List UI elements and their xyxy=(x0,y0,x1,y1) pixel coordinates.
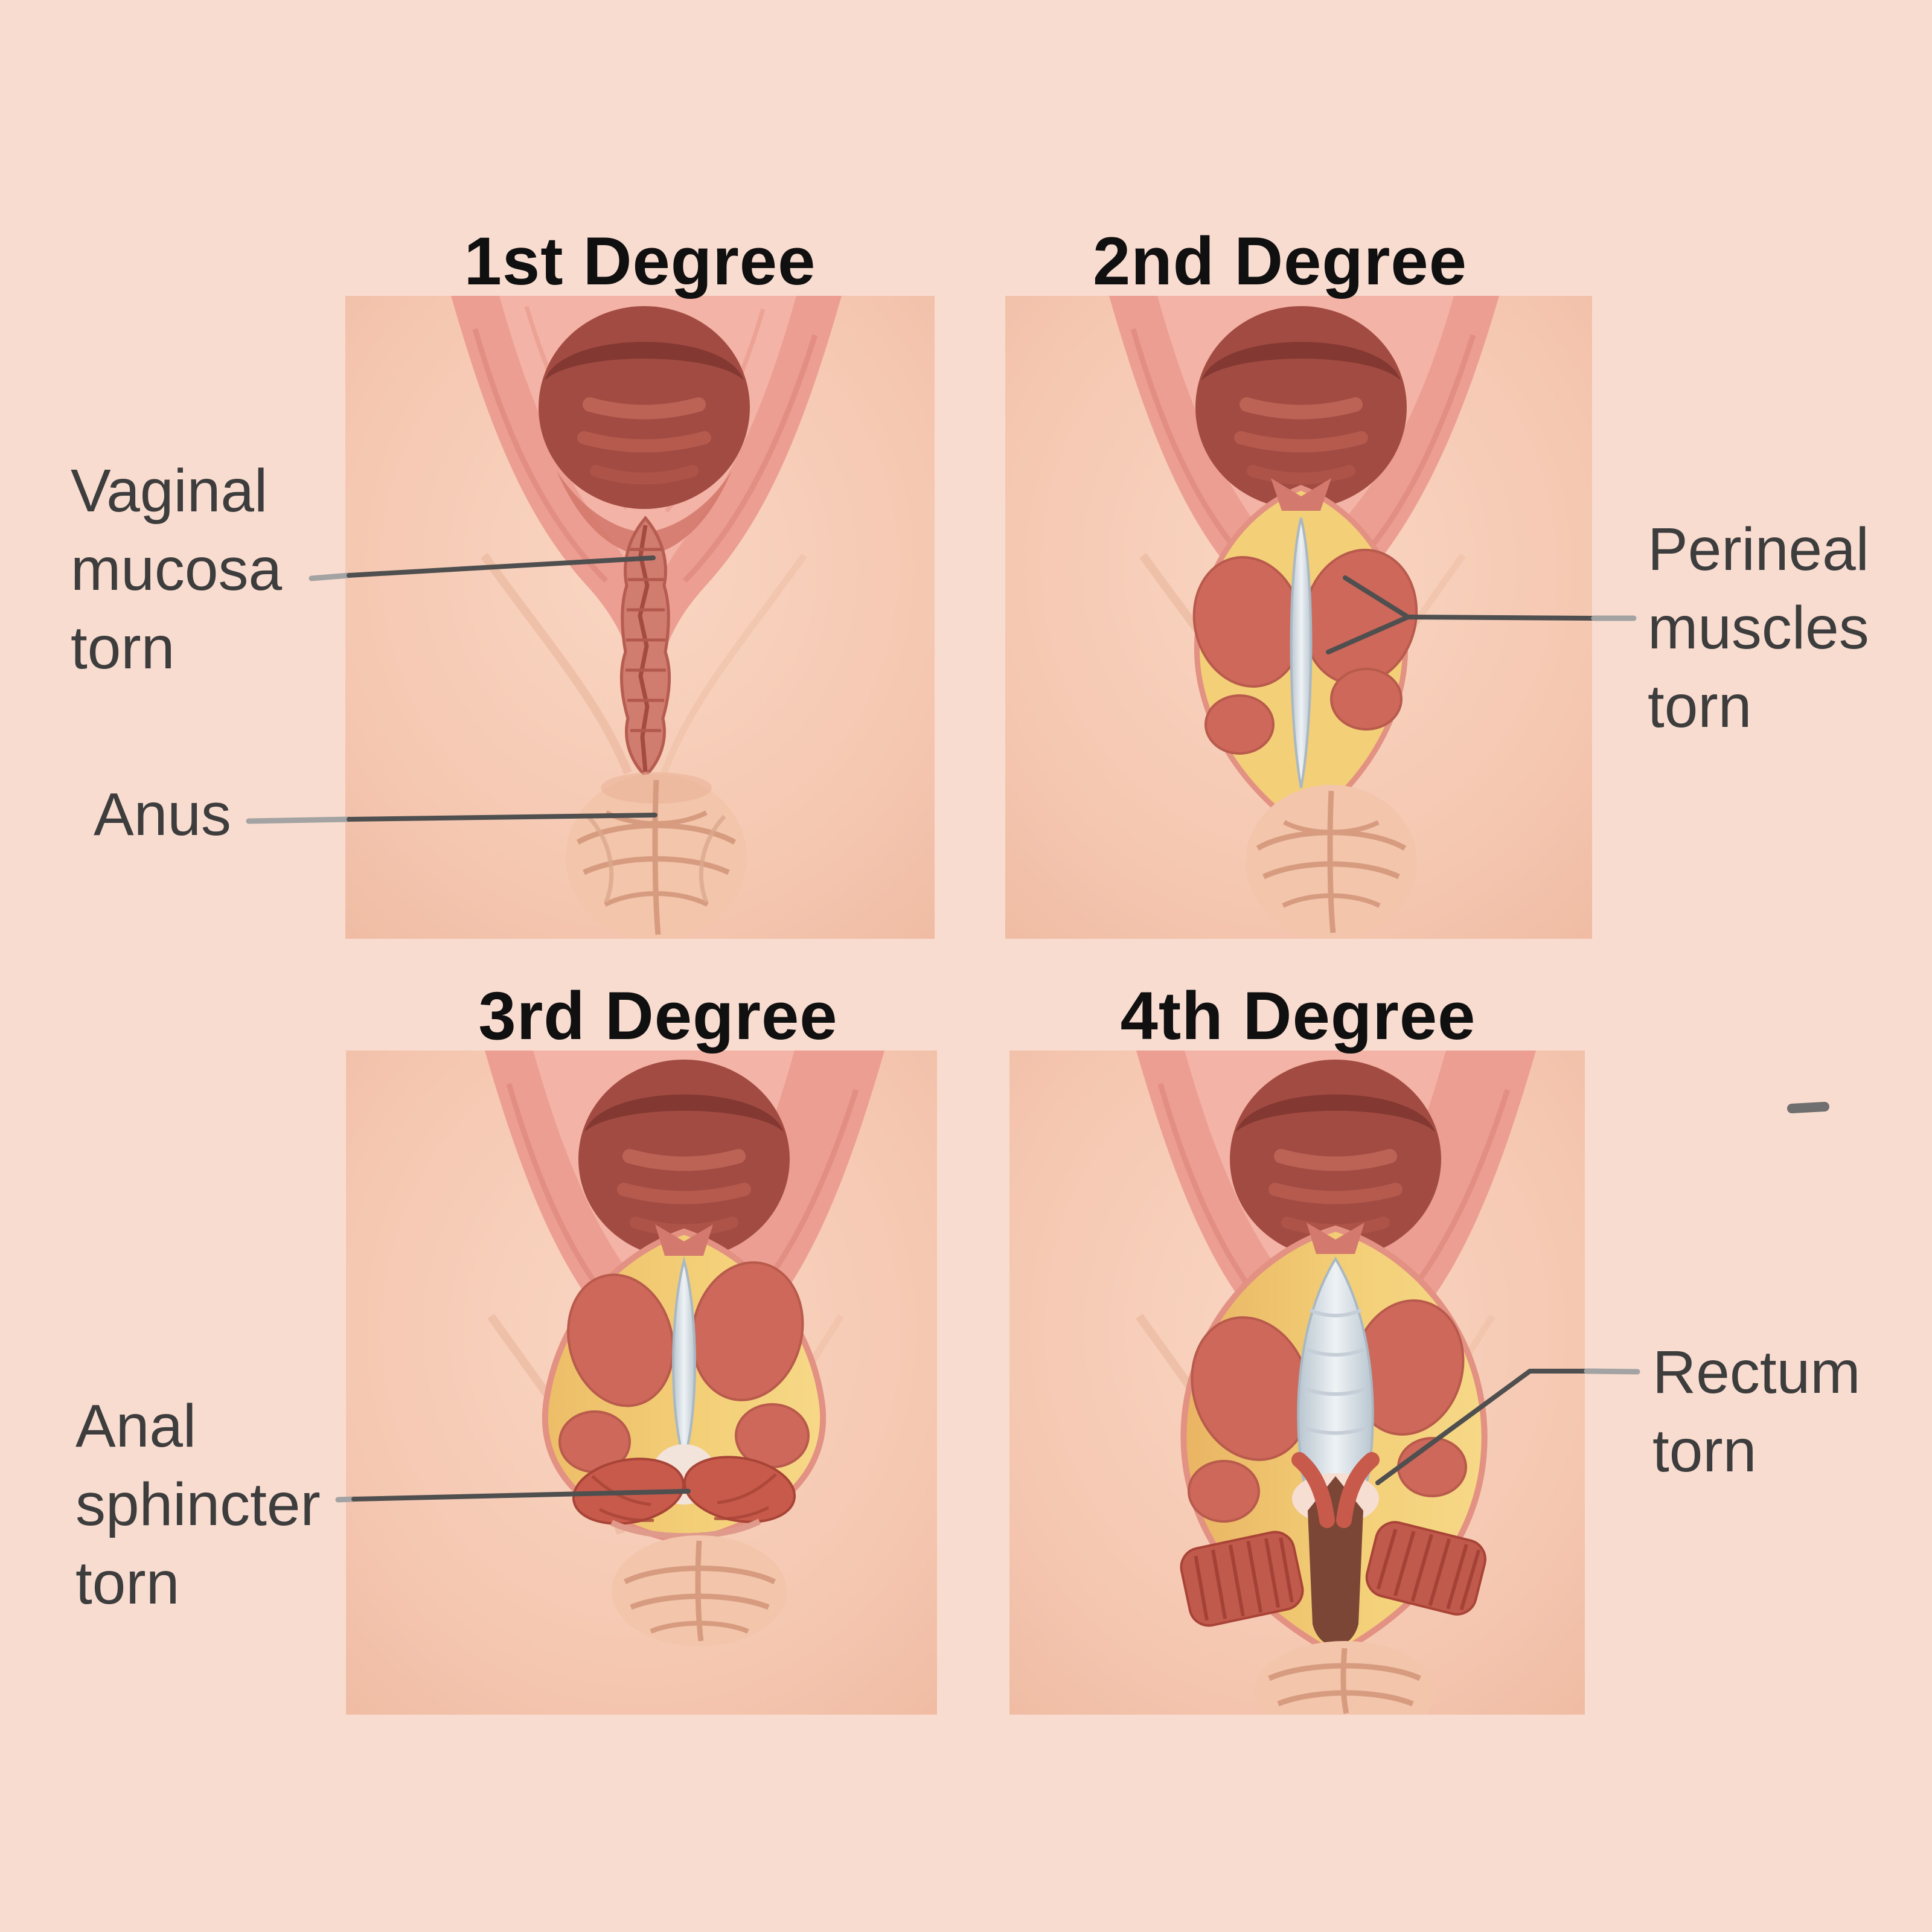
tear-fourth-degree xyxy=(1180,1223,1488,1658)
vulva-illustration-fourth-degree xyxy=(1009,1051,1585,1715)
label-line: Rectum xyxy=(1652,1339,1861,1406)
vulva-illustration-first-degree xyxy=(345,296,935,939)
label-rectum-torn: Rectum torn xyxy=(1652,1333,1861,1490)
label-line: torn xyxy=(1648,673,1752,740)
label-line: torn xyxy=(71,614,175,682)
title-first-degree: 1st Degree xyxy=(464,223,816,299)
label-vaginal-mucosa-torn: Vaginal mucosa torn xyxy=(71,452,282,687)
panel-third-degree xyxy=(346,1051,937,1715)
stray-dash xyxy=(1787,1102,1829,1113)
label-line: muscles xyxy=(1648,594,1869,662)
title-fourth-degree: 4th Degree xyxy=(1120,978,1476,1054)
label-anus: Anus xyxy=(94,775,231,854)
panel-first-degree xyxy=(345,296,935,939)
sphincter-right xyxy=(1365,1521,1486,1616)
anus-illustration xyxy=(1246,785,1417,939)
label-perineal-muscles-torn: Perineal muscles torn xyxy=(1648,510,1869,746)
label-line: torn xyxy=(1652,1417,1757,1485)
label-line: Vaginal xyxy=(71,457,268,525)
vulva-illustration-third-degree xyxy=(346,1051,937,1715)
anus-illustration xyxy=(1254,1641,1435,1715)
title-third-degree: 3rd Degree xyxy=(478,978,838,1054)
anus-illustration xyxy=(612,1535,787,1646)
label-anal-sphincter-torn: Anal sphincter torn xyxy=(75,1387,321,1622)
label-line: Anal xyxy=(75,1392,197,1460)
title-second-degree: 2nd Degree xyxy=(1093,223,1467,299)
panel-second-degree xyxy=(1005,296,1592,939)
label-line: Anus xyxy=(94,781,231,848)
sphincter-left xyxy=(1180,1531,1304,1627)
panel-fourth-degree xyxy=(1009,1051,1585,1715)
label-line: torn xyxy=(75,1549,180,1617)
label-line: Perineal xyxy=(1648,516,1869,583)
vulva-illustration-second-degree xyxy=(1005,296,1592,939)
label-line: sphincter xyxy=(75,1471,321,1538)
label-line: mucosa xyxy=(71,536,283,603)
